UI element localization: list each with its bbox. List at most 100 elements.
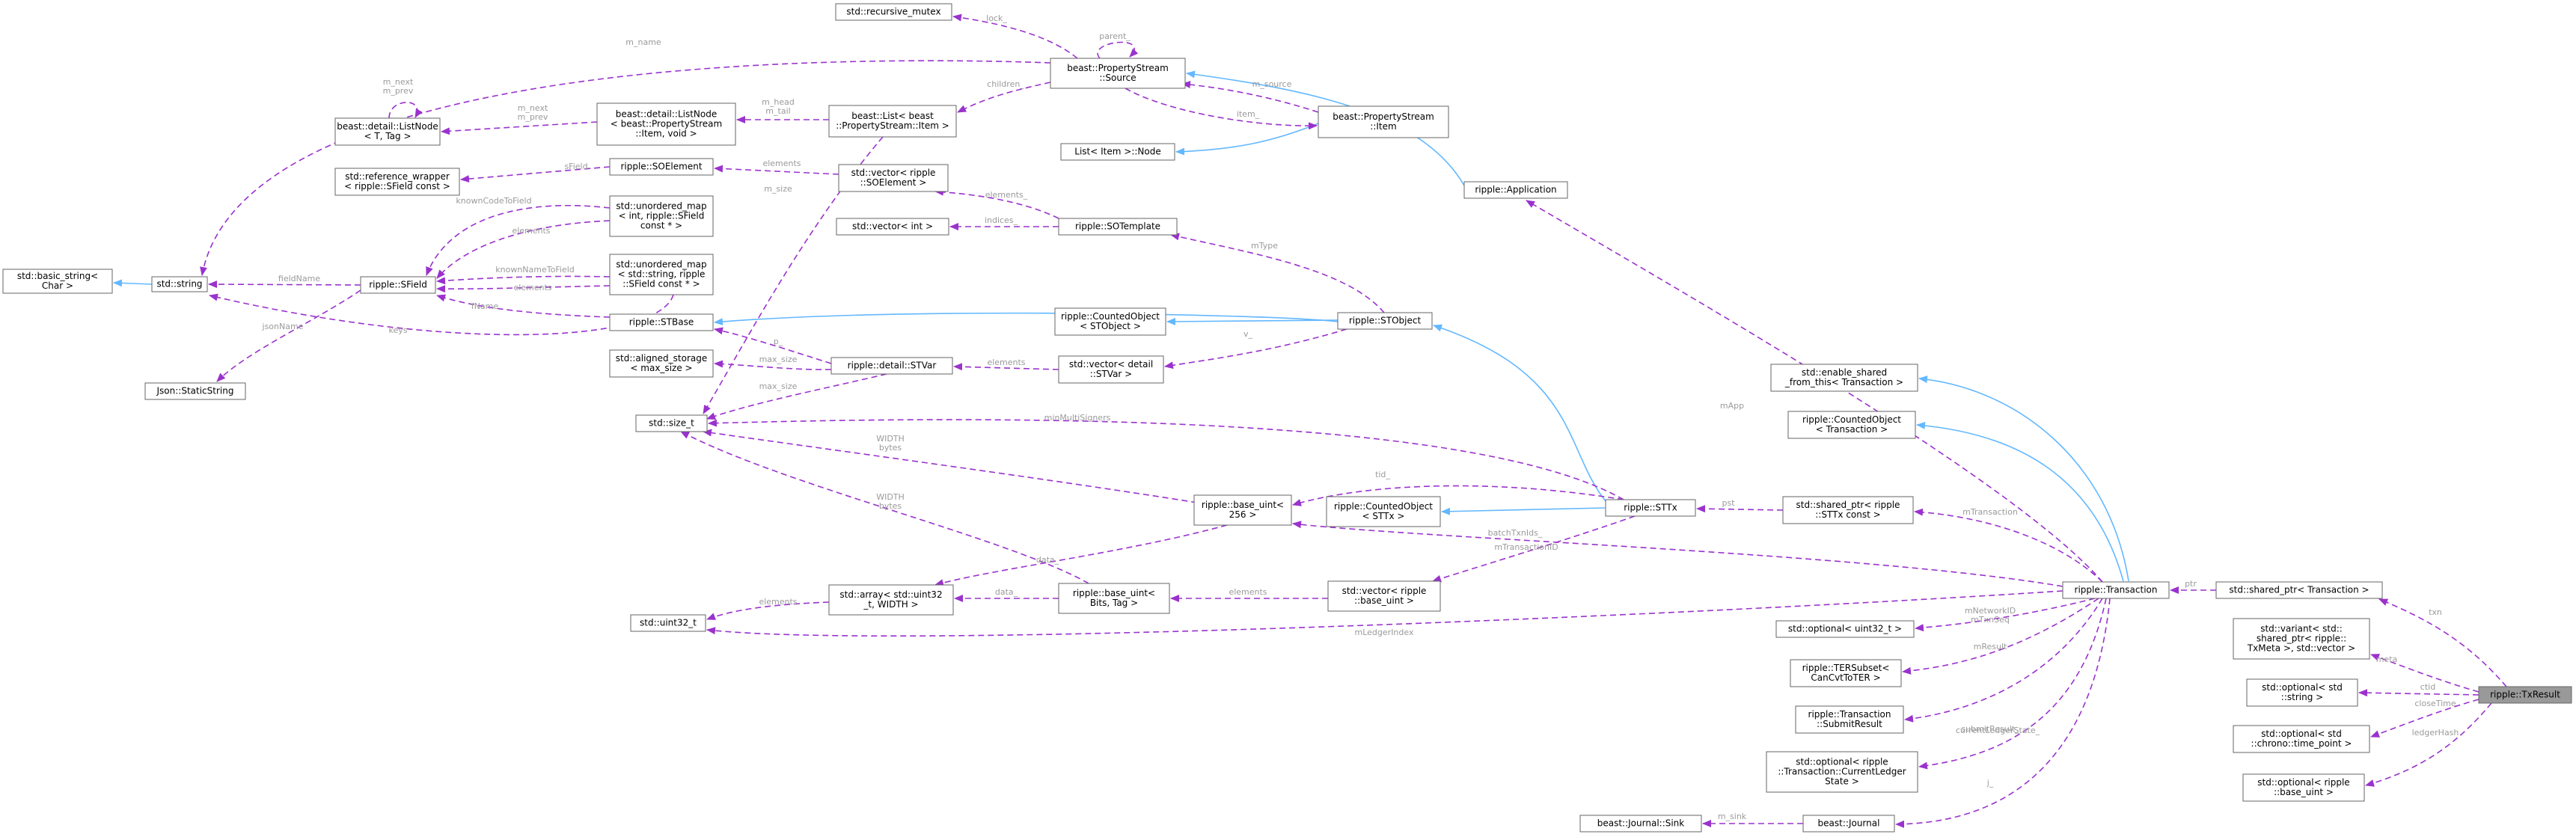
class-name-line: std::shared_ptr< Transaction >	[2229, 585, 2369, 595]
membership-edge-mtype	[1170, 233, 1385, 313]
class-name-line: ripple::CountedObject	[1061, 311, 1160, 322]
class-node-tersubset[interactable]: ripple::TERSubset<CanCvtToTER >	[1790, 659, 1902, 687]
class-node-ps-source[interactable]: beast::PropertyStream::Source	[1050, 58, 1186, 89]
class-name-line: < STObject >	[1080, 321, 1141, 331]
class-node-recmutex[interactable]: std::recursive_mutex	[835, 3, 952, 21]
class-node-soelement[interactable]: ripple::SOElement	[609, 158, 714, 176]
class-node-json-staticstring[interactable]: Json::StaticString	[144, 382, 246, 400]
membership-edge-submitresult	[1904, 598, 2103, 723]
class-node-list-item[interactable]: beast::List< beast::PropertyStream::Item…	[828, 105, 957, 138]
class-node-sp-tx[interactable]: std::shared_ptr< Transaction >	[2215, 581, 2383, 599]
class-box	[334, 117, 441, 146]
edge-label-m_size: m_size	[764, 184, 792, 194]
class-node-umap-str[interactable]: std::unordered_map< std::string, ripple:…	[609, 254, 714, 295]
class-box	[1318, 105, 1449, 138]
class-node-txresult[interactable]: ripple::TxResult	[2478, 686, 2572, 704]
class-node-opt-string[interactable]: std::optional< std::string >	[2246, 678, 2358, 707]
edge-path	[1433, 324, 1606, 502]
class-node-vec-int[interactable]: std::vector< int >	[836, 218, 949, 236]
class-node-vec-soelement[interactable]: std::vector< ripple::SOElement >	[838, 164, 949, 192]
class-node-refwrap[interactable]: std::reference_wrapper< ripple::SField c…	[334, 168, 460, 196]
class-node-opt-base-uint[interactable]: std::optional< ripple::base_uint >	[2242, 773, 2365, 802]
membership-edge-array_elements	[706, 601, 830, 620]
class-box	[1790, 659, 1902, 687]
class-node-ps-item[interactable]: beast::PropertyStream::Item	[1318, 105, 1449, 138]
edge-label-data2: data_	[995, 587, 1018, 597]
class-box	[1782, 496, 1914, 524]
class-box	[609, 349, 714, 378]
class-name-line: beast::PropertyStream	[1067, 63, 1169, 73]
edge-label-ledgerhash: ledgerHash	[2412, 728, 2459, 738]
class-node-sfield[interactable]: ripple::SField	[360, 276, 436, 294]
class-node-std-basic-string[interactable]: std::basic_string<Char >	[2, 269, 113, 294]
class-name-line: ripple::base_uint<	[1073, 588, 1155, 598]
class-node-opt-timepoint[interactable]: std::optional< std::chrono::time_point >	[2233, 725, 2370, 753]
class-node-uint32[interactable]: std::uint32_t	[630, 614, 706, 632]
class-node-enable-shared[interactable]: std::enable_shared_from_this< Transactio…	[1770, 364, 1918, 392]
class-name-line: beast::List< beast	[851, 111, 934, 121]
class-node-vec-stvar[interactable]: std::vector< detail::STVar >	[1058, 355, 1164, 384]
class-node-base-uint-bits[interactable]: ripple::base_uint<Bits, Tag >	[1058, 583, 1170, 614]
class-node-std-string[interactable]: std::string	[151, 276, 208, 292]
class-node-size-t[interactable]: std::size_t	[635, 414, 708, 432]
membership-edge-lock	[952, 13, 1078, 59]
class-node-stvar[interactable]: ripple::detail::STVar	[830, 357, 953, 375]
class-node-stobject[interactable]: ripple::STObject	[1337, 312, 1433, 330]
class-node-opt-ledgerstate[interactable]: std::optional< ripple::Transaction::Curr…	[1766, 751, 1918, 793]
class-node-vec-base-uint[interactable]: std::vector< ripple::base_uint >	[1327, 580, 1441, 612]
class-node-counted-stobject[interactable]: ripple::CountedObject< STObject >	[1054, 307, 1166, 336]
edge-label-p: p_	[774, 337, 783, 346]
edge-path	[706, 373, 887, 420]
class-name-line: ripple::TERSubset<	[1802, 663, 1890, 673]
membership-edge-width_bytes2	[680, 431, 1089, 584]
edge-label-field_elements: elements	[512, 226, 550, 236]
class-node-sttx[interactable]: ripple::STTx	[1605, 499, 1696, 517]
class-node-application[interactable]: ripple::Application	[1463, 181, 1568, 199]
edge-path	[2358, 689, 2479, 697]
class-node-variant[interactable]: std::variant< std::shared_ptr< ripple::T…	[2233, 618, 2370, 660]
edge-label-mresult: mResult	[1974, 642, 2007, 651]
class-node-array-uint32[interactable]: std::array< std::uint32_t, WIDTH >	[828, 584, 954, 616]
membership-edge-listnode_self	[388, 102, 423, 119]
edge-label-stvar_elements: elements	[987, 358, 1025, 367]
class-node-listnode-item[interactable]: beast::detail::ListNode< beast::Property…	[596, 102, 736, 146]
class-node-base-uint256[interactable]: ripple::base_uint<256 >	[1193, 494, 1292, 526]
edge-label-max_size: max_size	[759, 381, 798, 391]
edge-label-list_head: m_head	[762, 97, 795, 107]
class-name-line: std::unordered_map	[616, 260, 706, 270]
class-name-line: ripple::CountedObject	[1334, 501, 1433, 512]
class-name-line: ripple::detail::STVar	[848, 361, 937, 371]
edge-path	[436, 294, 611, 318]
membership-edge-soe_elements	[714, 165, 839, 175]
class-node-stbase[interactable]: ripple::STBase	[609, 313, 714, 331]
class-name-line: std::uint32_t	[640, 618, 697, 628]
class-node-counted-tx[interactable]: ripple::CountedObject< Transaction >	[1787, 411, 1916, 439]
membership-edge-sfield	[460, 166, 611, 183]
class-name-line: ripple::SOElement	[620, 162, 702, 172]
class-box	[151, 276, 208, 292]
class-box	[838, 164, 949, 192]
class-node-transaction[interactable]: ripple::Transaction	[2062, 581, 2170, 599]
class-name-line: ripple::SField	[369, 280, 427, 290]
edge-label-batchtxnids: batchTxnIds_	[1488, 528, 1543, 538]
edge-path	[2370, 699, 2479, 738]
class-node-submitresult[interactable]: ripple::Transaction::SubmitResult	[1795, 705, 1904, 734]
class-node-sp-sttx[interactable]: std::shared_ptr< ripple::STTx const >	[1782, 496, 1914, 524]
edge-label-pst: pst	[1722, 498, 1735, 508]
edge-label-fieldname: fieldName	[278, 274, 320, 283]
class-node-journal[interactable]: beast::Journal	[1802, 815, 1895, 833]
class-node-counted-sttx[interactable]: ripple::CountedObject< STTx >	[1326, 496, 1441, 527]
class-node-sotemplate[interactable]: ripple::SOTemplate	[1058, 218, 1178, 236]
edge-label-children: children_	[987, 79, 1024, 89]
membership-edge-mnetworkid	[1915, 598, 2096, 632]
class-node-journal-sink[interactable]: beast::Journal::Sink	[1579, 815, 1702, 833]
edge-label-m_sink: m_sink	[1718, 812, 1747, 821]
class-node-umap-int[interactable]: std::unordered_map< int, ripple::SFieldc…	[609, 195, 714, 237]
class-node-listnode-t[interactable]: beast::detail::ListNode< T, Tag >	[334, 117, 441, 146]
edge-path	[1914, 508, 2103, 583]
class-node-aligned[interactable]: std::aligned_storage< max_size >	[609, 349, 714, 378]
membership-edge-fname	[436, 294, 611, 318]
class-node-list-node[interactable]: List< Item >::Node	[1060, 143, 1175, 161]
class-node-opt-uint32[interactable]: std::optional< uint32_t >	[1775, 620, 1915, 638]
edge-label-fname: fName	[471, 301, 499, 311]
